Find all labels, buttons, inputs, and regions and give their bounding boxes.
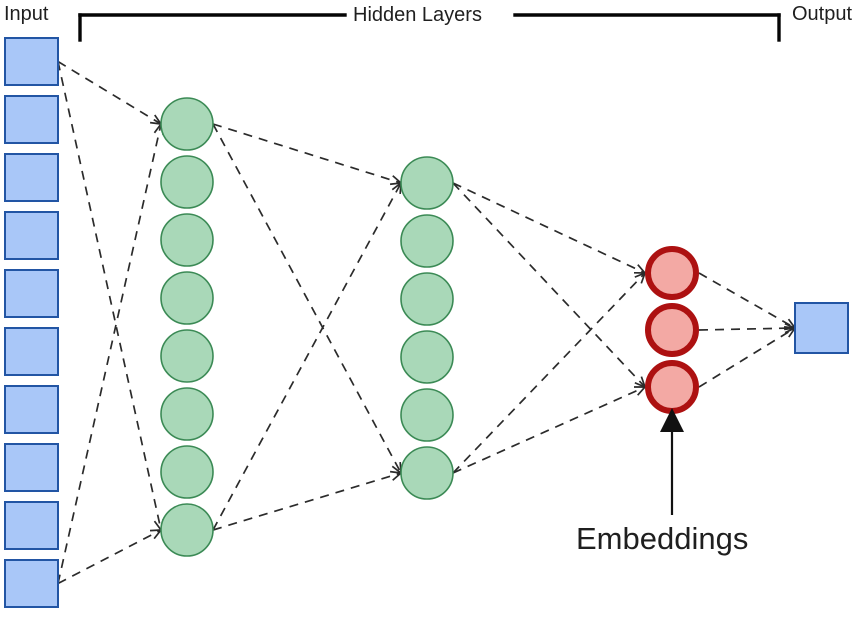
node-hidden-2-0 <box>400 156 454 210</box>
connection-lines <box>57 60 798 585</box>
connection-0 <box>57 60 162 125</box>
node-hidden-1-7 <box>160 503 214 557</box>
node-hidden-1-6 <box>160 445 214 499</box>
connection-13 <box>698 327 796 331</box>
node-hidden-1-2 <box>160 213 214 267</box>
embeddings-label: Embeddings <box>576 521 749 556</box>
connection-arrowhead-0 <box>149 114 163 126</box>
node-embeddings-1 <box>645 303 699 357</box>
node-hidden-2-3 <box>400 330 454 384</box>
hidden-layers-label: Hidden Layers <box>349 5 486 25</box>
node-hidden-2-5 <box>400 446 454 500</box>
node-input-6 <box>4 385 59 434</box>
node-hidden-1-4 <box>160 329 214 383</box>
node-input-7 <box>4 443 59 492</box>
embeddings-pointer <box>660 408 684 515</box>
network-nodes <box>4 37 849 608</box>
connection-3 <box>57 529 162 585</box>
node-hidden-1-3 <box>160 271 214 325</box>
connection-2 <box>57 123 162 584</box>
node-input-2 <box>4 153 59 202</box>
embeddings-arrow-head <box>660 408 684 432</box>
node-embeddings-0 <box>645 246 699 300</box>
connection-4 <box>212 123 402 184</box>
node-hidden-2-4 <box>400 388 454 442</box>
connection-8 <box>452 182 646 274</box>
connection-11 <box>452 386 646 474</box>
node-output-0 <box>794 302 849 354</box>
connection-9 <box>452 182 646 388</box>
node-embeddings-2 <box>645 360 699 414</box>
hidden-layers-bracket <box>78 13 781 42</box>
node-hidden-2-2 <box>400 272 454 326</box>
node-input-8 <box>4 501 59 550</box>
node-hidden-1-1 <box>160 155 214 209</box>
connection-arrowhead-4 <box>389 175 403 186</box>
connection-12 <box>698 272 796 329</box>
node-input-5 <box>4 327 59 376</box>
node-hidden-1-5 <box>160 387 214 441</box>
node-hidden-2-1 <box>400 214 454 268</box>
node-input-1 <box>4 95 59 144</box>
input-label: Input <box>4 3 49 25</box>
connection-5 <box>212 123 402 474</box>
output-label: Output <box>792 3 853 25</box>
node-input-3 <box>4 211 59 260</box>
connection-arrowhead-3 <box>149 529 163 540</box>
connection-6 <box>212 182 402 531</box>
connection-14 <box>698 327 796 388</box>
node-input-9 <box>4 559 59 608</box>
connection-arrowhead-8 <box>633 264 647 274</box>
connection-arrowhead-7 <box>389 470 403 481</box>
node-hidden-1-0 <box>160 97 214 151</box>
node-input-4 <box>4 269 59 318</box>
connection-1 <box>57 61 162 531</box>
connection-10 <box>452 272 646 474</box>
connection-7 <box>212 472 402 531</box>
node-input-0 <box>4 37 59 86</box>
